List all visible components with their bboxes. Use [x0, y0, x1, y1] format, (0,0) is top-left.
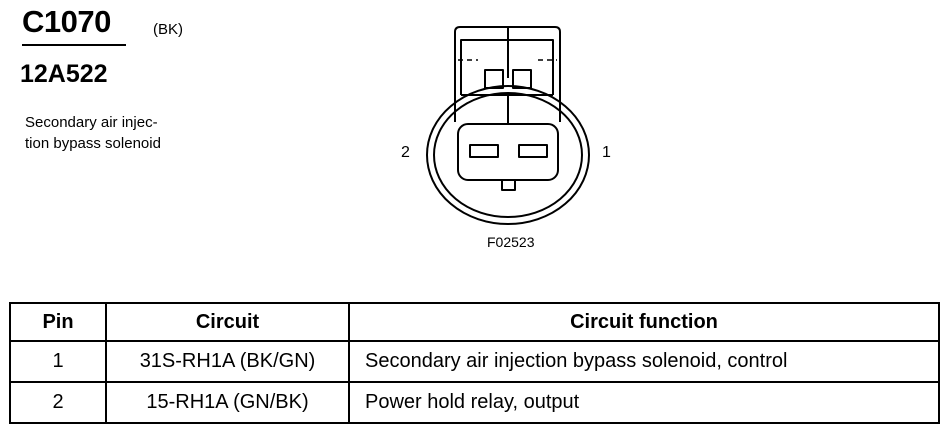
circuit-function-cell: Secondary air injection bypass solenoid,… — [348, 340, 940, 383]
pin-table: Pin Circuit Circuit function 1 31S-RH1A … — [9, 302, 940, 424]
connector-face-drawing — [426, 26, 590, 225]
column-header-circuit-function: Circuit function — [348, 302, 940, 342]
pin-label-1: 1 — [602, 144, 611, 161]
latch-box-left — [484, 69, 504, 89]
figure-id: F02523 — [487, 234, 535, 250]
keyway-notch — [501, 180, 516, 191]
column-header-pin: Pin — [9, 302, 107, 342]
locking-tab-outline — [454, 26, 561, 122]
table-row: 2 15-RH1A (GN/BK) Power hold relay, outp… — [9, 381, 940, 424]
component-description: Secondary air injec- tion bypass solenoi… — [25, 112, 161, 154]
pin-cell: 1 — [9, 340, 107, 383]
table-row: 1 31S-RH1A (BK/GN) Secondary air injecti… — [9, 340, 940, 383]
description-line-2: tion bypass solenoid — [25, 135, 161, 152]
latch-box-right — [512, 69, 532, 89]
circuit-function-cell: Power hold relay, output — [348, 381, 940, 424]
part-number: 12A522 — [20, 60, 108, 88]
pin-label-2: 2 — [401, 144, 410, 161]
circuit-cell: 31S-RH1A (BK/GN) — [105, 340, 350, 383]
terminal-cavity — [457, 123, 559, 181]
circuit-cell: 15-RH1A (GN/BK) — [105, 381, 350, 424]
connector-outer-outline — [426, 85, 590, 225]
terminal-pin-1 — [518, 144, 548, 158]
connector-color: (BK) — [153, 21, 183, 38]
description-line-1: Secondary air injec- — [25, 114, 158, 131]
terminal-pin-2 — [469, 144, 499, 158]
pin-cell: 2 — [9, 381, 107, 424]
table-header-row: Pin Circuit Circuit function — [9, 302, 940, 342]
connector-id: C1070 — [22, 4, 126, 46]
column-header-circuit: Circuit — [105, 302, 350, 342]
